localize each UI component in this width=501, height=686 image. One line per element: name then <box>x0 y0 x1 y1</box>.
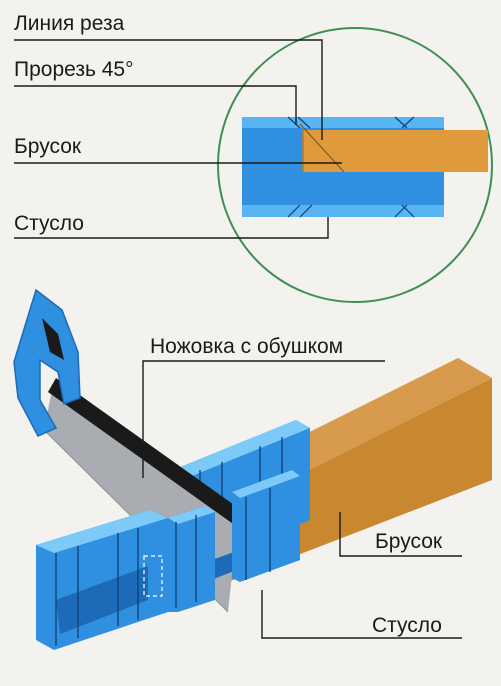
miter-box-top-wall-lower <box>242 205 444 217</box>
miter-box-3d <box>36 470 300 650</box>
label-miter-box-top: Стусло <box>14 212 84 235</box>
label-block-top: Брусок <box>14 135 82 158</box>
label-block-3d: Брусок <box>375 530 443 553</box>
miter-box-top-slots <box>287 116 415 218</box>
saw-handle-grip <box>42 318 64 360</box>
label-backsaw: Ножовка с обушком <box>150 335 343 358</box>
saw-handle <box>13 288 81 437</box>
perspective-view: Ножовка с обушком Брусок Стусло <box>13 288 492 650</box>
hidden-slot-outline <box>143 555 163 597</box>
label-miter-box-3d: Стусло <box>372 614 442 637</box>
miter-box-front-end <box>168 506 215 612</box>
cut-line <box>299 123 345 173</box>
perspective-leaders <box>142 360 462 639</box>
saw-spine <box>48 378 244 526</box>
miter-box-front-wall-top <box>36 510 168 553</box>
miter-box-top-wall-upper <box>242 117 444 128</box>
label-slot-45: Прорезь 45° <box>14 58 134 81</box>
miter-box-inner <box>56 566 148 634</box>
miter-box-right-wall <box>232 470 300 582</box>
top-view-detail: Линия реза Прорезь 45° Брусок Стусло <box>14 12 493 303</box>
block-top <box>303 130 488 172</box>
top-view-leaders <box>14 39 342 239</box>
label-cut-line: Линия реза <box>14 12 125 35</box>
